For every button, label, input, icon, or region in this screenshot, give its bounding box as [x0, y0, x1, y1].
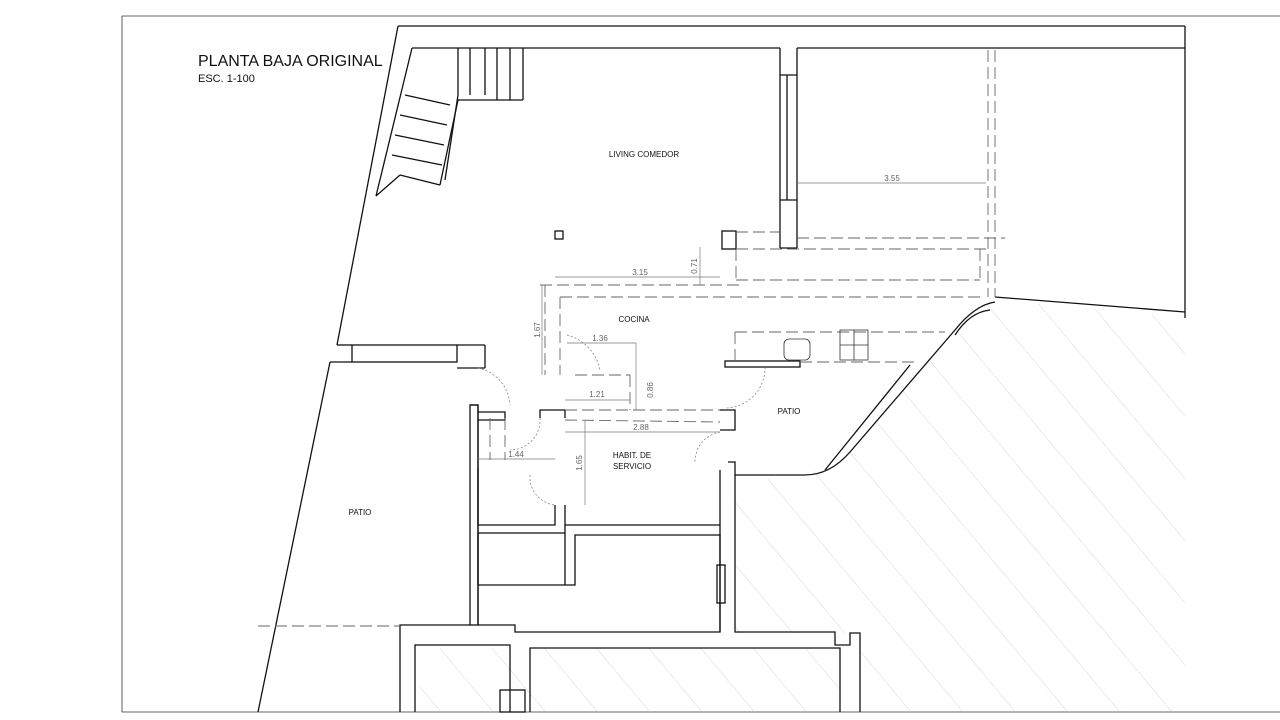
dim-1-67: 1.67	[533, 322, 542, 338]
staircase	[375, 48, 524, 197]
door-swings	[477, 334, 766, 506]
dim-3-55: 3.55	[884, 174, 900, 183]
hatched-neighbor-area	[735, 300, 1185, 712]
dim-2-88: 2.88	[633, 423, 649, 432]
room-patio-left: PATIO	[349, 508, 372, 517]
dashed-lines	[258, 50, 1005, 627]
dimension-lines	[478, 182, 986, 505]
dim-1-65: 1.65	[575, 455, 584, 471]
interior-walls	[399, 48, 861, 713]
room-cocina: COCINA	[618, 315, 650, 324]
hatched-lower-area	[420, 648, 840, 712]
kitchen-fixtures	[783, 329, 869, 361]
room-patio-right: PATIO	[778, 407, 801, 416]
room-habit-servicio-1: HABIT. DE	[613, 451, 651, 460]
sink	[783, 338, 811, 361]
room-living-comedor: LIVING COMEDOR	[609, 150, 679, 159]
plan-scale: ESC. 1-100	[198, 73, 255, 85]
dim-3-15: 3.15	[632, 268, 648, 277]
dim-1-36: 1.36	[592, 334, 608, 343]
outer-walls	[257, 25, 1186, 713]
dim-1-21: 1.21	[589, 390, 605, 399]
dim-1-44: 1.44	[508, 450, 524, 459]
dim-0-71: 0.71	[690, 258, 699, 274]
room-habit-servicio-2: SERVICIO	[613, 462, 651, 471]
dim-0-86: 0.86	[646, 382, 655, 398]
plan-title: PLANTA BAJA ORIGINAL	[198, 53, 383, 70]
